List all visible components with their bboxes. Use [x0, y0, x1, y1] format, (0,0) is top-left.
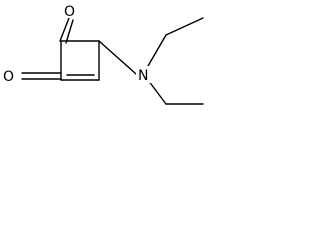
oxygen-top-label: O [64, 4, 75, 20]
ring [60, 40, 100, 81]
bond-c1-o-top-second [65, 19, 74, 44]
bond-c2-n [98, 40, 137, 75]
carbonyl-left [21, 72, 62, 80]
molecule-structure: O O N [0, 3, 204, 105]
bond-n-ch2-lower [147, 79, 167, 105]
bond-ch2-ch3-upper [165, 17, 204, 36]
nitrogen-label: N [138, 68, 148, 84]
diethylamino-group [98, 17, 204, 105]
bond-c1-o-top [59, 17, 70, 42]
atom-labels: O O N [0, 3, 151, 85]
carbonyl-top [59, 17, 74, 44]
bond-n-ch2-upper [147, 34, 167, 67]
oxygen-left-label: O [3, 69, 14, 85]
